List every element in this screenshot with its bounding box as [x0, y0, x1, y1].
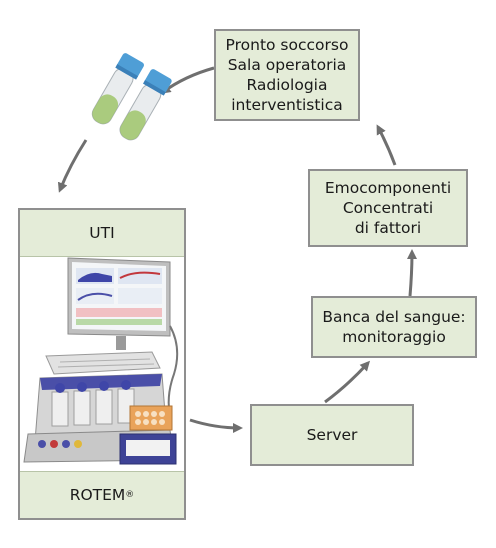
- node-emergency: Pronto soccorso Sala operatoria Radiolog…: [214, 29, 360, 121]
- node-server: Server: [250, 404, 414, 466]
- node-server-label: Server: [306, 426, 358, 444]
- node-icu-header: UTI: [20, 210, 184, 257]
- node-emergency-line-4: interventistica: [231, 96, 343, 114]
- arrow-server-to-blood-bank: [324, 360, 371, 404]
- node-blood-components-line-1: Emocomponenti: [324, 179, 452, 197]
- node-blood-bank-line-2: monitoraggio: [342, 328, 446, 346]
- device-label: ROTEM: [69, 486, 126, 504]
- node-icu: UTI: [18, 208, 186, 520]
- node-blood-bank-line-1: Banca del sangue:: [322, 308, 466, 326]
- arrow-icu-to-server: [189, 418, 243, 433]
- node-emergency-line-2: Sala operatoria: [227, 56, 347, 74]
- test-tubes-icon: [91, 53, 172, 141]
- node-icu-footer: ROTEM®: [20, 471, 184, 518]
- node-icu-title: UTI: [89, 224, 115, 242]
- node-blood-components-line-2: Concentrati: [342, 199, 434, 217]
- node-emergency-line-3: Radiologia: [246, 76, 328, 94]
- node-blood-components: Emocomponenti Concentrati di fattori: [308, 169, 468, 247]
- node-emergency-line-1: Pronto soccorso: [225, 36, 349, 54]
- node-blood-components-line-3: di fattori: [354, 219, 422, 237]
- node-blood-bank: Banca del sangue: monitoraggio: [311, 296, 477, 358]
- registered-mark: ®: [125, 490, 135, 500]
- arrow-blood-bank-to-components: [406, 249, 417, 297]
- rotem-analyzer-image: [23, 257, 179, 465]
- arrow-tubes-to-icu: [57, 139, 88, 193]
- arrow-components-to-emergency: [376, 124, 397, 166]
